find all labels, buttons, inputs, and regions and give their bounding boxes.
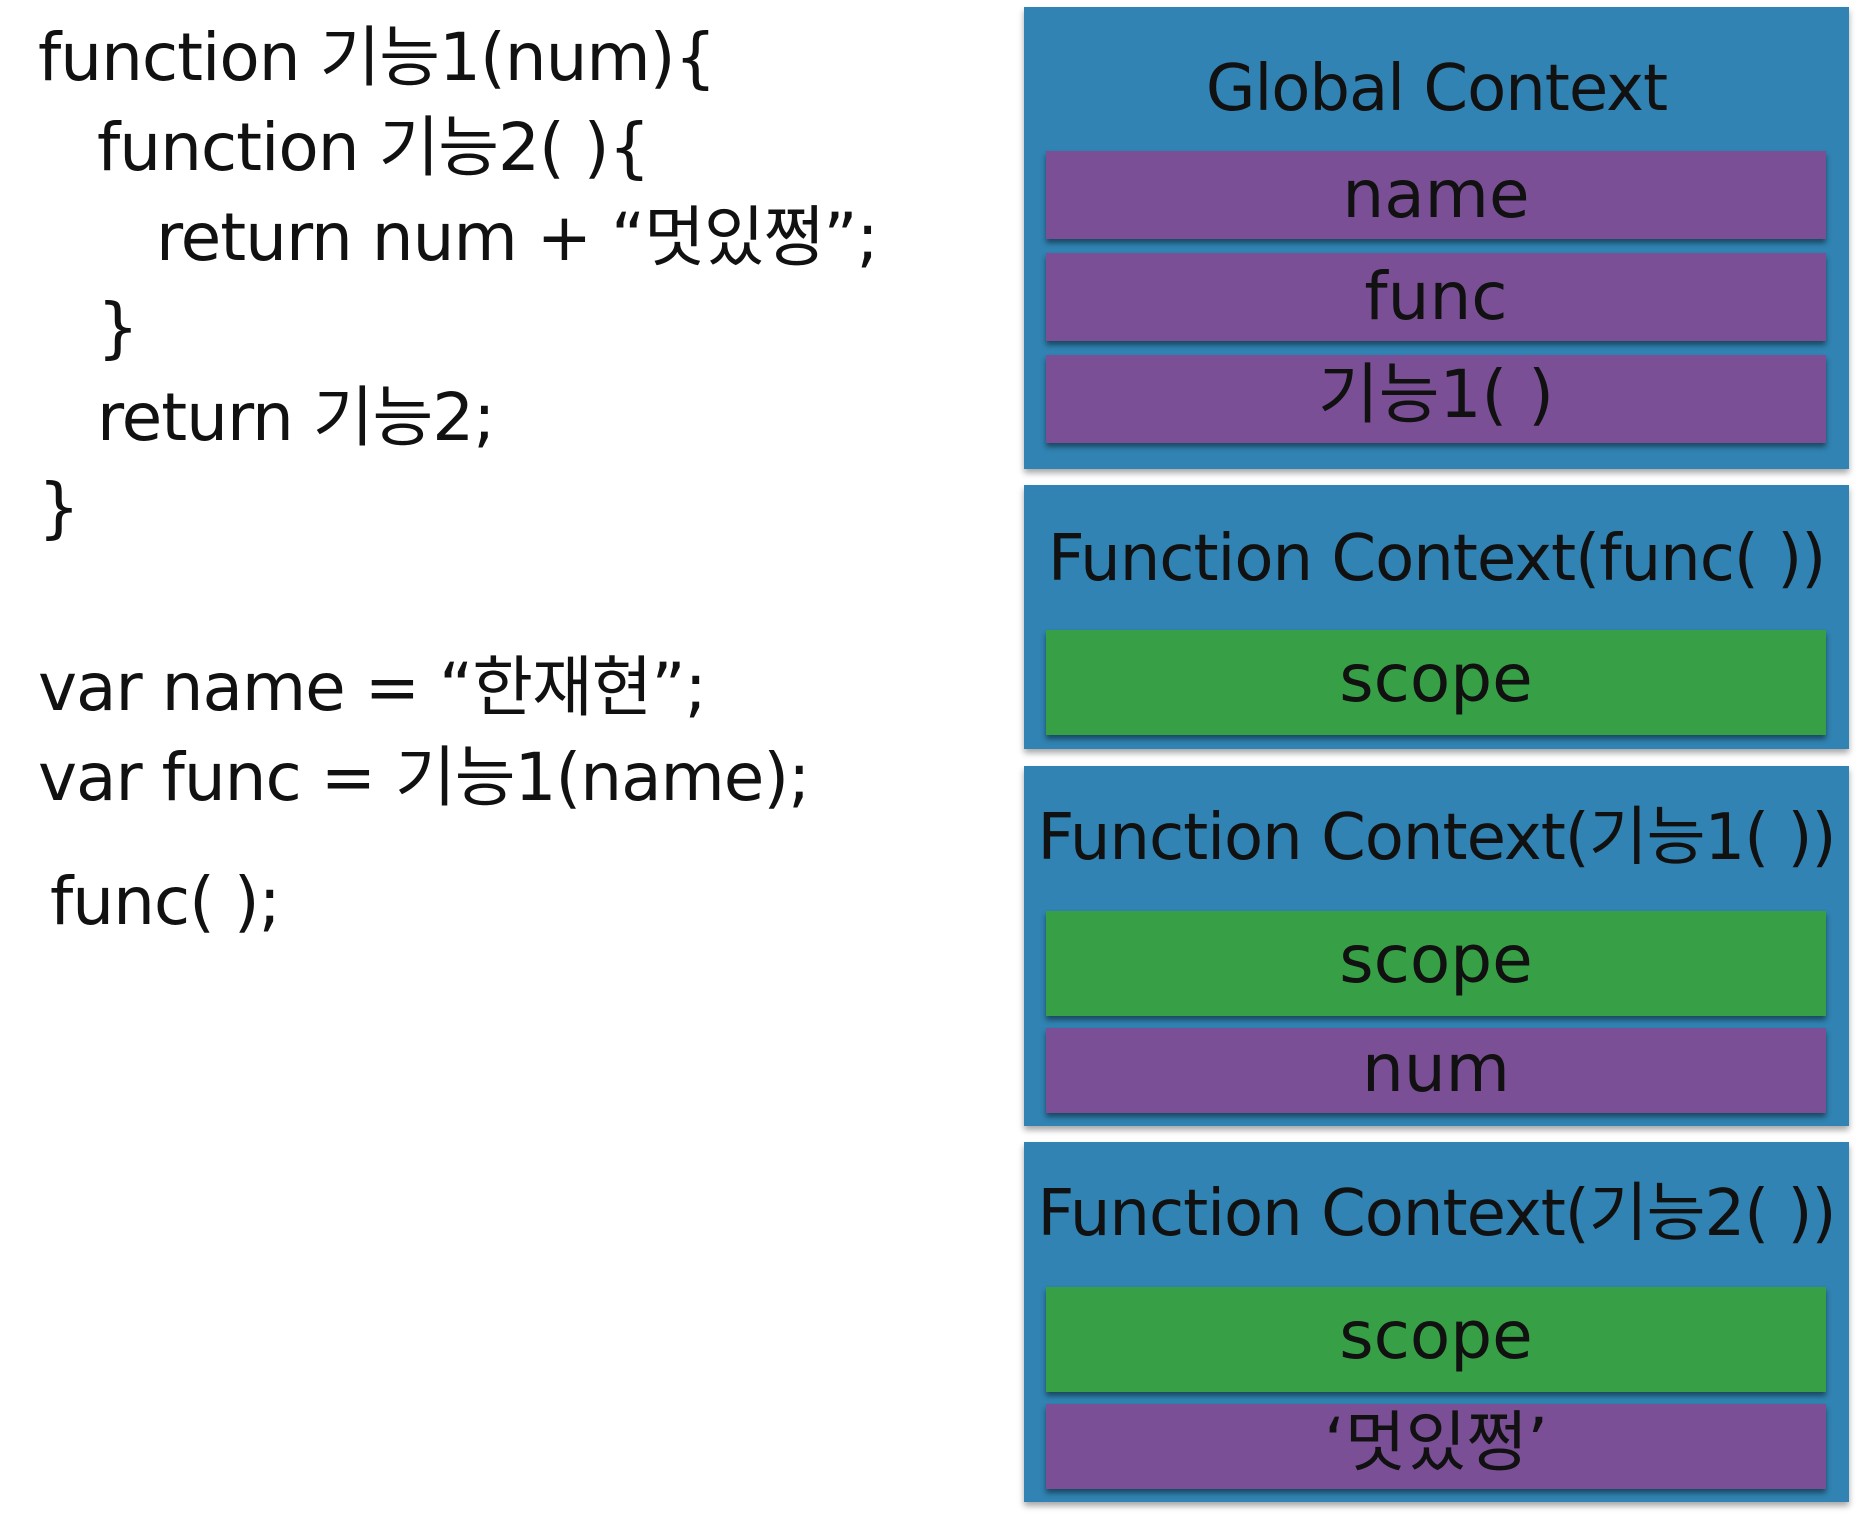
variable-slot-function1: 기능1( ) <box>1046 355 1826 443</box>
context-title: Function Context(기능2( )) <box>1037 1177 1837 1251</box>
code-line: func( ); <box>50 863 281 940</box>
code-line: function 기능2( ){ <box>97 109 650 186</box>
code-line: } <box>97 289 139 366</box>
function-context-func: Function Context(func( )) scope <box>1024 485 1849 749</box>
scope-slot: scope <box>1046 630 1826 735</box>
variable-slot-name: name <box>1046 151 1826 239</box>
scope-slot: scope <box>1046 911 1826 1016</box>
function-context-function2: Function Context(기능2( )) scope ‘멋있쩡’ <box>1024 1142 1849 1502</box>
scope-slot: scope <box>1046 1287 1826 1392</box>
variable-slot-func: func <box>1046 253 1826 341</box>
context-title: Function Context(기능1( )) <box>1037 801 1837 875</box>
variable-slot-string: ‘멋있쩡’ <box>1046 1404 1826 1489</box>
variable-slot-num: num <box>1046 1028 1826 1113</box>
code-line: var func = 기능1(name); <box>38 739 810 816</box>
code-line: var name = “한재현”; <box>38 649 707 726</box>
global-context: Global Context name func 기능1( ) <box>1024 7 1849 469</box>
context-title: Function Context(func( )) <box>1047 522 1826 596</box>
code-line: } <box>38 469 80 546</box>
context-title: Global Context <box>1205 52 1668 126</box>
function-context-function1: Function Context(기능1( )) scope num <box>1024 766 1849 1126</box>
code-line: return 기능2; <box>97 379 495 456</box>
code-line: function 기능1(num){ <box>38 19 716 96</box>
code-line: return num + “멋있쩡”; <box>156 199 879 276</box>
